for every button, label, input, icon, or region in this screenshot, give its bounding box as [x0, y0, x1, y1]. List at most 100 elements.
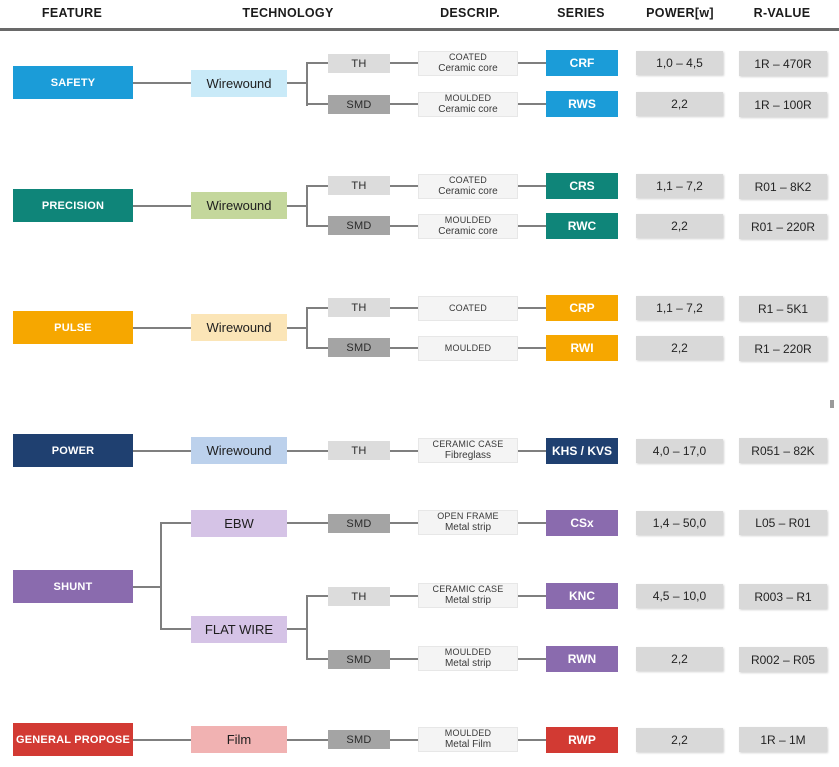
- node-smd: SMD: [328, 216, 390, 235]
- desc-line1: COATED: [448, 302, 488, 313]
- feature-power: POWER: [13, 434, 133, 467]
- tech-wirewound: Wirewound: [191, 70, 287, 97]
- rvalue-value: R1 – 220R: [739, 336, 827, 361]
- rvalue-value: R01 – 220R: [739, 214, 827, 239]
- desc-line2: Fibreglass: [444, 449, 492, 461]
- desc-box: MOULDED Ceramic core: [418, 214, 518, 239]
- desc-line2: Metal strip: [444, 657, 492, 669]
- connector: [518, 658, 546, 660]
- connector: [306, 307, 308, 349]
- tech-flat-wire: FLAT WIRE: [191, 616, 287, 643]
- connector: [518, 595, 546, 597]
- rvalue-value: R003 – R1: [739, 584, 827, 609]
- series-rwc: RWC: [546, 213, 618, 239]
- node-smd: SMD: [328, 650, 390, 669]
- connector: [160, 628, 191, 630]
- desc-box: COATED: [418, 296, 518, 321]
- connector: [287, 450, 328, 452]
- tech-wirewound: Wirewound: [191, 192, 287, 219]
- desc-line2: Ceramic core: [438, 62, 498, 74]
- connector: [390, 103, 418, 105]
- rvalue-value: R051 – 82K: [739, 438, 827, 463]
- column-header-descrip: DESCRIP.: [440, 6, 500, 20]
- connector: [133, 327, 191, 329]
- connector: [133, 739, 191, 741]
- connector: [160, 522, 191, 524]
- connector: [390, 739, 418, 741]
- series-rwn: RWN: [546, 646, 618, 672]
- connector: [306, 307, 328, 309]
- tech-film: Film: [191, 726, 287, 753]
- connector: [306, 62, 308, 106]
- column-header-technology: TECHNOLOGY: [242, 6, 334, 20]
- feature-precision: PRECISION: [13, 189, 133, 222]
- node-smd: SMD: [328, 514, 390, 533]
- rvalue-value: R002 – R05: [739, 647, 827, 672]
- desc-box: MOULDED Metal strip: [418, 646, 518, 671]
- rvalue-value: R1 – 5K1: [739, 296, 827, 321]
- node-th: TH: [328, 298, 390, 317]
- series-rws: RWS: [546, 91, 618, 117]
- power-value: 1,4 – 50,0: [636, 511, 723, 535]
- desc-line1: MOULDED: [444, 215, 492, 226]
- connector: [287, 628, 308, 630]
- stray-mark: [830, 400, 834, 408]
- desc-box: COATED Ceramic core: [418, 174, 518, 199]
- column-header-rvalue: R-VALUE: [753, 6, 811, 20]
- desc-line2: Metal strip: [444, 521, 492, 533]
- series-knc: KNC: [546, 583, 618, 609]
- desc-line1: COATED: [448, 52, 488, 63]
- series-rwp: RWP: [546, 727, 618, 753]
- series-crp: CRP: [546, 295, 618, 321]
- connector: [133, 82, 191, 84]
- power-value: 1,0 – 4,5: [636, 51, 723, 75]
- desc-box: MOULDED Ceramic core: [418, 92, 518, 117]
- connector: [306, 595, 328, 597]
- connector: [287, 739, 328, 741]
- desc-line2: Ceramic core: [438, 225, 498, 237]
- series-khs-kvs: KHS / KVS: [546, 438, 618, 464]
- connector: [518, 62, 546, 64]
- feature-safety: SAFETY: [13, 66, 133, 99]
- node-th: TH: [328, 54, 390, 73]
- power-value: 4,5 – 10,0: [636, 584, 723, 608]
- connector: [390, 658, 418, 660]
- connector: [306, 103, 328, 105]
- connector: [287, 327, 308, 329]
- connector: [133, 586, 161, 588]
- rvalue-value: 1R – 470R: [739, 51, 827, 76]
- desc-line1: OPEN FRAME: [437, 511, 499, 522]
- desc-line2: Ceramic core: [438, 103, 498, 115]
- connector: [287, 82, 308, 84]
- tech-ebw: EBW: [191, 510, 287, 537]
- connector: [306, 347, 328, 349]
- connector: [518, 347, 546, 349]
- rvalue-value: 1R – 1M: [739, 727, 827, 752]
- desc-line1: CERAMIC CASE: [432, 584, 504, 595]
- node-th: TH: [328, 176, 390, 195]
- connector: [390, 450, 418, 452]
- connector: [390, 307, 418, 309]
- connector: [390, 225, 418, 227]
- connector: [518, 739, 546, 741]
- connector: [518, 185, 546, 187]
- desc-line1: MOULDED: [444, 93, 492, 104]
- connector: [306, 185, 328, 187]
- desc-box: MOULDED: [418, 336, 518, 361]
- power-value: 2,2: [636, 647, 723, 671]
- rvalue-value: 1R – 100R: [739, 92, 827, 117]
- desc-box: CERAMIC CASE Fibreglass: [418, 438, 518, 463]
- desc-line2: Metal strip: [444, 594, 492, 606]
- series-csx: CSx: [546, 510, 618, 536]
- node-th: TH: [328, 587, 390, 606]
- connector: [518, 225, 546, 227]
- desc-box: COATED Ceramic core: [418, 51, 518, 76]
- connector: [306, 658, 328, 660]
- tech-wirewound: Wirewound: [191, 437, 287, 464]
- tech-wirewound: Wirewound: [191, 314, 287, 341]
- feature-general-propose: GENERAL PROPOSE: [13, 723, 133, 756]
- power-value: 2,2: [636, 336, 723, 360]
- node-smd: SMD: [328, 338, 390, 357]
- node-th: TH: [328, 441, 390, 460]
